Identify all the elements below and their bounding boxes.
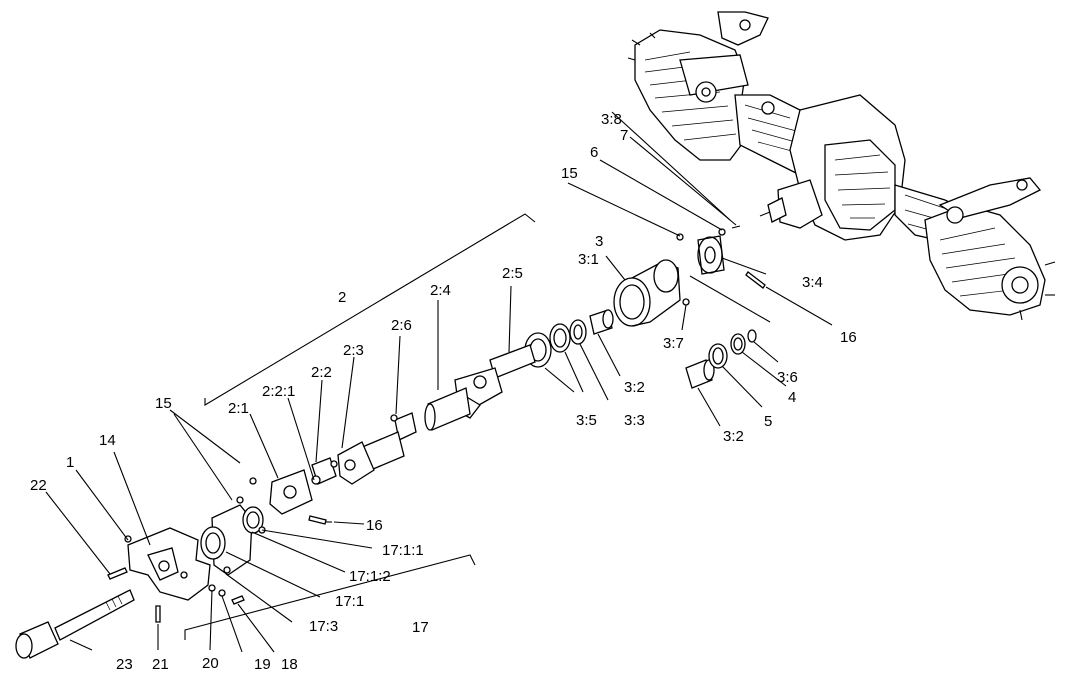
center-bearing-group <box>524 225 766 389</box>
callout-1: 1 <box>66 454 74 471</box>
callout-17: 17 <box>412 619 429 636</box>
callout-3-4: 3:4 <box>802 274 823 291</box>
callout-3-2-left: 3:2 <box>624 379 645 396</box>
callout-21: 21 <box>152 656 169 673</box>
callout-3-8: 3:8 <box>601 111 622 128</box>
callout-4: 4 <box>788 389 796 406</box>
drive-shaft-group <box>236 344 536 525</box>
callout-3-6: 3:6 <box>777 369 798 386</box>
callout-15-top: 15 <box>561 165 578 182</box>
callout-2-5: 2:5 <box>502 265 523 282</box>
callout-23: 23 <box>116 656 133 673</box>
callout-17-3: 17:3 <box>309 618 338 635</box>
callout-2-6: 2:6 <box>391 317 412 334</box>
callout-2-2: 2:2 <box>311 364 332 381</box>
callout-7: 7 <box>620 127 628 144</box>
group-braces <box>184 213 536 640</box>
callout-2: 2 <box>338 289 346 306</box>
callout-2-1: 2:1 <box>228 400 249 417</box>
callout-2-4: 2:4 <box>430 282 451 299</box>
callout-3-1: 3:1 <box>578 251 599 268</box>
callout-2-2-1: 2:2:1 <box>262 383 295 400</box>
callout-labels: 3:8 7 6 15 3 3:1 3:4 16 3:7 3:6 4 5 3:2 … <box>30 111 857 673</box>
callout-22: 22 <box>30 477 47 494</box>
callout-3: 3 <box>595 233 603 250</box>
callout-3-3: 3:3 <box>624 412 645 429</box>
leader-lines <box>45 111 833 653</box>
callout-17-1: 17:1 <box>335 593 364 610</box>
callout-20: 20 <box>202 655 219 672</box>
bearing-bracket-group <box>200 504 266 605</box>
callout-17-1-2: 17:1:2 <box>349 568 391 585</box>
callout-2-3: 2:3 <box>343 342 364 359</box>
callout-14: 14 <box>99 432 116 449</box>
callout-16-top: 16 <box>840 329 857 346</box>
callout-16-bottom: 16 <box>366 517 383 534</box>
callout-18: 18 <box>281 656 298 673</box>
callout-5: 5 <box>764 413 772 430</box>
mount-bracket-group <box>15 527 211 659</box>
front-axle-assembly <box>627 11 1056 321</box>
callout-3-2-right: 3:2 <box>723 428 744 445</box>
callout-6: 6 <box>590 144 598 161</box>
callout-3-5: 3:5 <box>576 412 597 429</box>
callout-19: 19 <box>254 656 271 673</box>
callout-15-left: 15 <box>155 395 172 412</box>
callout-3-7: 3:7 <box>663 335 684 352</box>
callout-17-1-1: 17:1:1 <box>382 542 424 559</box>
